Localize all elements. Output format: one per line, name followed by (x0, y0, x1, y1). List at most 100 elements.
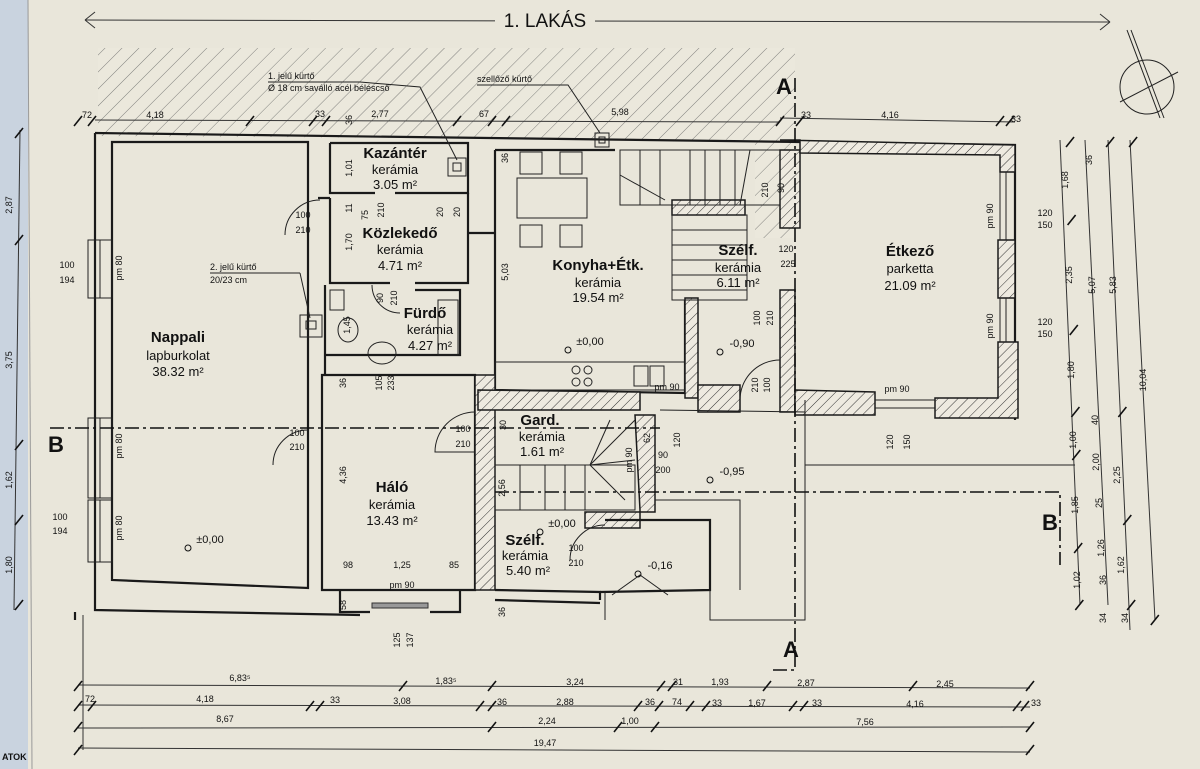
doors (272, 199, 781, 561)
room-name: Nappali (151, 329, 205, 346)
dimension-tick (87, 700, 97, 712)
inner-dimension-label: 125 (392, 632, 402, 647)
dimension-tick (650, 721, 660, 733)
inner-dimension-label: 36 (344, 115, 354, 125)
dimension-tick (1074, 599, 1084, 611)
inner-dimension-label: 36 (500, 153, 510, 163)
dimension-tick (1071, 449, 1081, 461)
room-name: Fürdő (404, 305, 447, 322)
dimension-label: 33 (801, 110, 811, 120)
dimension-label: 2,35 (1064, 266, 1074, 284)
opening-label: 120 (885, 434, 895, 449)
inner-dimension-label: 58 (338, 600, 348, 610)
opening-label: pm 90 (985, 203, 995, 228)
inner-dimension-label: 2,56 (497, 479, 507, 497)
level-cross-icon (634, 570, 642, 578)
dimension-label: 1,62 (4, 471, 14, 489)
dimension-label: 33 (1031, 698, 1041, 708)
dimension-label: 2,25 (1112, 466, 1122, 484)
dimension-tick (73, 744, 83, 756)
chimney2-title: 2. jelű kürtő (210, 262, 257, 272)
room-area: 5.40 m² (506, 563, 551, 578)
inner-dimension-label: 62 (642, 433, 652, 443)
opening-label: pm 90 (624, 447, 634, 472)
dimension-label: 33 (315, 109, 325, 119)
section-marker-a-top: A (776, 74, 792, 99)
dimension-tick (1128, 136, 1138, 148)
dimension-label: 36 (1084, 155, 1094, 165)
dimension-tick (775, 115, 785, 127)
dimension-tick (799, 700, 809, 712)
dimension-label: 1,00 (1068, 431, 1078, 449)
dimension-label: 72 (82, 110, 92, 120)
dimension-tick (487, 700, 497, 712)
inner-dimension-label: 137 (405, 632, 415, 647)
dimension-tick (398, 680, 408, 692)
opening-label: pm 80 (114, 515, 124, 540)
title-bar: 1. LAKÁS (84, 8, 1111, 32)
dimension-label: 1,80 (4, 556, 14, 574)
dimension-tick (14, 514, 24, 526)
dimension-tick (1012, 700, 1022, 712)
dimension-label: 33 (330, 695, 340, 705)
inner-dimension-label: 36 (497, 607, 507, 617)
level-marker: -0,16 (647, 560, 672, 572)
dimension-tick (685, 700, 695, 712)
opening-label: 150 (902, 434, 912, 449)
dimension-tick (701, 700, 711, 712)
dimension-ticks (14, 115, 1160, 756)
room-floor: kerámia (715, 260, 762, 275)
dimension-tick (633, 700, 643, 712)
room-area: 3.05 m² (373, 177, 418, 192)
room-szelf-lower: Szélf. kerámia 5.40 m² (502, 532, 551, 578)
level-cross-icon (184, 544, 192, 552)
inner-dimension-label: 210 (376, 202, 386, 217)
dimension-tick (1070, 406, 1081, 418)
dimension-label: 1,67 (748, 698, 766, 708)
dimension-label: 2,88 (556, 697, 574, 707)
dimension-label: 3,24 (566, 677, 584, 687)
room-area: 1.61 m² (520, 444, 565, 459)
opening-label: 150 (1037, 329, 1052, 339)
chimney1-desc: Ø 18 cm saválló acél béléscső (268, 83, 390, 93)
opening-label: 120 (1037, 317, 1052, 327)
dining-table (516, 151, 588, 248)
room-floor: kerámia (377, 242, 424, 257)
dimension-label: 3,75 (4, 351, 14, 369)
bathroom-fixtures (329, 289, 459, 365)
dimension-tick (487, 680, 497, 692)
dimension-label: 2,00 (1091, 453, 1101, 471)
room-area: 21.09 m² (884, 278, 936, 293)
inner-dimension-label: 210 (760, 182, 770, 197)
inner-dimension-label: 90 (776, 183, 786, 193)
dimension-tick (14, 127, 24, 139)
opening-label: pm 80 (114, 255, 124, 280)
dimension-label: 3,08 (393, 696, 411, 706)
opening-label: 100 (455, 424, 470, 434)
dimension-tick (1025, 680, 1035, 692)
room-area: 4.71 m² (378, 258, 423, 273)
dimension-tick (613, 721, 623, 733)
room-etkezo: Étkező parketta 21.09 m² (884, 243, 936, 293)
room-konyha: Konyha+Étk. kerámia 19.54 m² (552, 257, 643, 305)
room-nappali: Nappali lapburkolat 38.32 m² (146, 329, 210, 379)
room-floor: kerámia (519, 429, 566, 444)
dimension-tick (788, 700, 798, 712)
walls (73, 131, 1075, 621)
dimension-tick (475, 700, 485, 712)
opening-label: 100 (59, 260, 74, 270)
opening-label: 210 (455, 439, 470, 449)
room-furdo: Fürdő kerámia 4.27 m² (404, 305, 454, 353)
level-marker: -0,95 (719, 466, 744, 478)
room-halo: Háló kerámia 13.43 m² (366, 479, 418, 528)
dimension-tick (1005, 115, 1015, 127)
level-cross-icon (564, 346, 572, 354)
chimney1-title: 1. jelű kürtő (268, 71, 315, 81)
chimney-icon (299, 132, 610, 338)
room-labels: Nappali lapburkolat 38.32 m² Kazántér ke… (146, 145, 936, 578)
inner-dimension-label: 20 (435, 207, 445, 217)
section-line-b2 (495, 491, 1061, 565)
inner-dimension-label: 85 (449, 560, 459, 570)
opening-label: 100 (52, 512, 67, 522)
